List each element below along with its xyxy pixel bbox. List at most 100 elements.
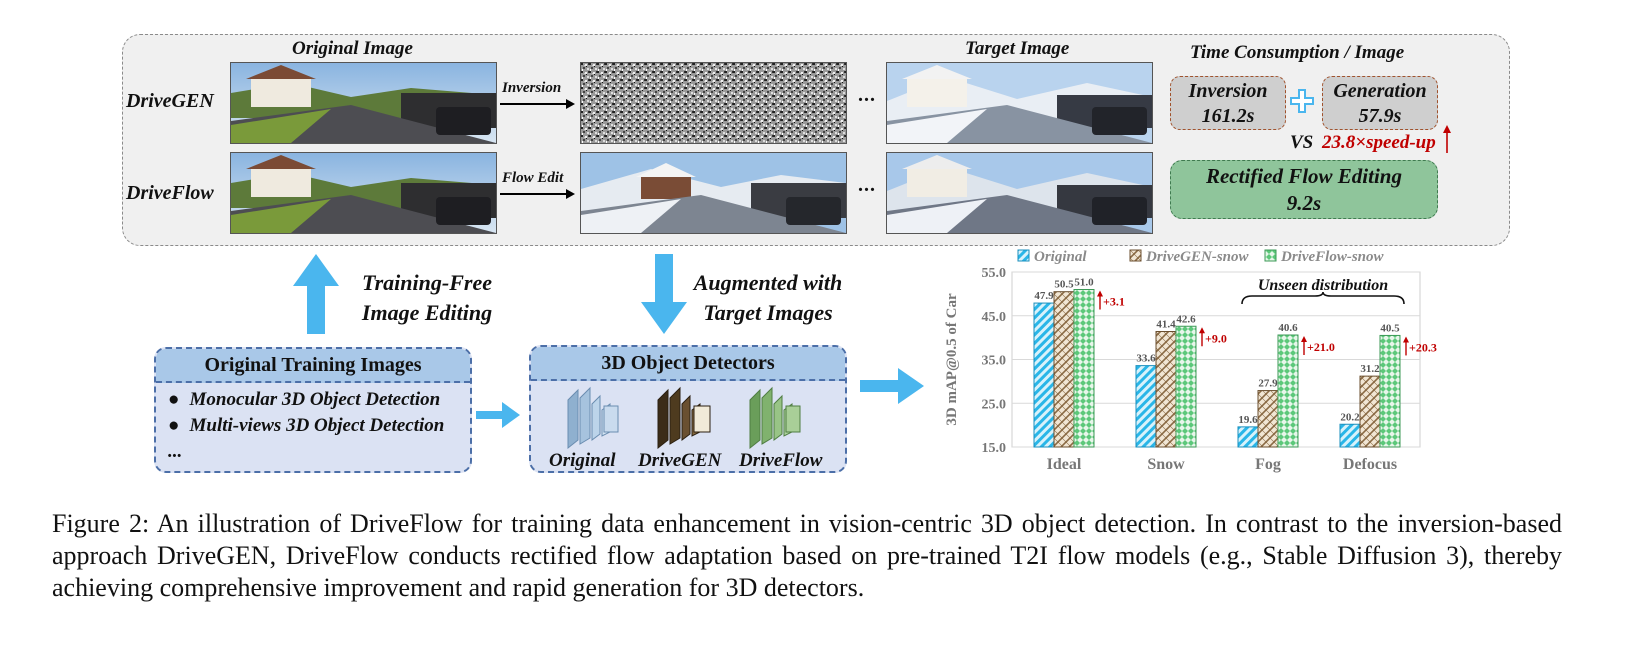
bar [1175, 325, 1197, 448]
inversion-time-box: Inversion 161.2s [1170, 76, 1286, 130]
right-arrow-icon [476, 402, 520, 428]
y-tick-label: 55.0 [982, 266, 1007, 281]
legend-label: DriveFlow-snow [1280, 249, 1385, 265]
flow-edit-arrow: Flow Edit [500, 170, 575, 205]
gain-label: +20.3 [1409, 340, 1437, 354]
legend-swatch [1264, 249, 1277, 262]
gain-arrow-head [1403, 336, 1409, 343]
drivegen-network-icon [657, 386, 711, 450]
target-image-row1 [886, 62, 1153, 144]
bar [1135, 365, 1157, 448]
bar-value-label: 31.2 [1360, 363, 1380, 375]
speedup-label: 23.8×speed-up [1322, 132, 1436, 153]
unseen-annotation: Unseen distribution [1258, 277, 1388, 294]
vs-label: VS [1290, 132, 1314, 153]
bar [1339, 423, 1361, 448]
training-images-title: Original Training Images [156, 349, 470, 383]
augmented-line1: Augmented with [693, 270, 843, 295]
bar-value-label: 41.4 [1156, 319, 1176, 331]
legend-swatch [1017, 249, 1030, 262]
inversion-arrow: Inversion [500, 80, 575, 115]
bar [1033, 302, 1055, 448]
bar-value-label: 47.9 [1034, 290, 1054, 302]
ellipsis-row1: ... [858, 84, 876, 106]
bar-value-label: 42.6 [1176, 313, 1196, 325]
legend-label: Original [1034, 249, 1087, 265]
bar [1277, 334, 1299, 448]
gain-arrow-head [1199, 327, 1205, 334]
unseen-brace [1241, 291, 1405, 305]
bar [1257, 390, 1279, 448]
original-image-row1 [230, 62, 497, 144]
inversion-time-value: 161.2s [1201, 105, 1255, 127]
x-tick-label: Defocus [1343, 456, 1397, 473]
flow-edit-arrow-label: Flow Edit [502, 170, 564, 186]
generation-time-box: Generation 57.9s [1322, 76, 1438, 130]
up-arrow-icon [1443, 125, 1451, 153]
bar-chart: 15.025.035.045.055.03D mAP@0.5 of CarOri… [944, 249, 1437, 473]
augmented-line2: Target Images [703, 300, 833, 325]
bar-value-label: 27.9 [1258, 378, 1278, 390]
list-item: ●Multi-views 3D Object Detection [168, 415, 445, 436]
gain-label: +3.1 [1103, 295, 1125, 309]
x-tick-label: Fog [1255, 456, 1281, 473]
flow-time-box: Rectified Flow Editing 9.2s [1170, 160, 1438, 219]
row-label-drivegen: DriveGEN [126, 90, 214, 112]
original-image-row2 [230, 152, 497, 234]
bar-value-label: 19.6 [1238, 414, 1258, 426]
detector-label-original: Original [549, 450, 616, 471]
x-tick-label: Snow [1147, 456, 1185, 473]
flow-time-label: Rectified Flow Editing [1205, 164, 1402, 188]
bar-value-label: 51.0 [1074, 277, 1094, 289]
up-arrow-icon [293, 254, 339, 334]
detector-label-drivegen: DriveGEN [638, 450, 722, 471]
training-free-label: Training-Free Image Editing [352, 268, 502, 328]
right-arrow-icon [860, 368, 924, 404]
training-free-line1: Training-Free [362, 270, 492, 295]
original-image-header: Original Image [292, 38, 413, 59]
legend-label: DriveGEN-snow [1145, 249, 1249, 265]
bar [1379, 334, 1401, 448]
gain-arrow-head [1301, 336, 1307, 342]
right-arrow-icon [500, 189, 575, 199]
list-item: ●Monocular 3D Object Detection [168, 389, 441, 410]
bar-value-label: 50.5 [1054, 279, 1074, 291]
bar-value-label: 40.6 [1278, 322, 1298, 334]
bar [1237, 426, 1259, 448]
gain-label: +21.0 [1307, 340, 1335, 354]
row-label-driveflow: DriveFlow [126, 182, 214, 204]
training-free-line2: Image Editing [361, 300, 493, 325]
list-item: ... [168, 441, 183, 462]
figure-caption: Figure 2: An illustration of DriveFlow f… [52, 508, 1562, 604]
flow-time-value: 9.2s [1286, 191, 1322, 215]
flow-edit-image [580, 152, 847, 234]
time-header: Time Consumption / Image [1190, 42, 1405, 63]
target-image-row2 [886, 152, 1153, 234]
bar-value-label: 20.2 [1340, 411, 1360, 423]
original-network-icon [567, 386, 619, 450]
y-axis-label: 3D mAP@0.5 of Car [944, 293, 960, 426]
generation-time-label: Generation [1333, 80, 1427, 102]
right-arrow-icon [500, 99, 575, 109]
inversion-time-label: Inversion [1188, 80, 1268, 102]
plus-icon [1290, 89, 1314, 113]
gain-arrow-head [1097, 290, 1103, 297]
network-icons [567, 386, 801, 450]
training-images-box: Original Training Images ●Monocular 3D O… [154, 347, 472, 473]
bar [1073, 289, 1095, 448]
inversion-arrow-label: Inversion [502, 80, 562, 96]
generation-time-value: 57.9s [1358, 105, 1402, 127]
bar [1053, 291, 1075, 448]
y-tick-label: 35.0 [982, 354, 1007, 369]
caption-text: Figure 2: An illustration of DriveFlow f… [52, 509, 1562, 602]
x-tick-label: Ideal [1047, 456, 1082, 473]
bar-value-label: 40.5 [1380, 322, 1400, 334]
detectors-title: 3D Object Detectors [531, 347, 845, 381]
y-tick-label: 45.0 [982, 310, 1007, 325]
detector-label-driveflow: DriveFlow [739, 450, 823, 471]
bar [1359, 375, 1381, 448]
noise-latent [580, 62, 847, 144]
ellipsis-row2: ... [858, 174, 876, 196]
y-tick-label: 15.0 [982, 441, 1007, 456]
augmented-label: Augmented with Target Images [688, 268, 848, 328]
